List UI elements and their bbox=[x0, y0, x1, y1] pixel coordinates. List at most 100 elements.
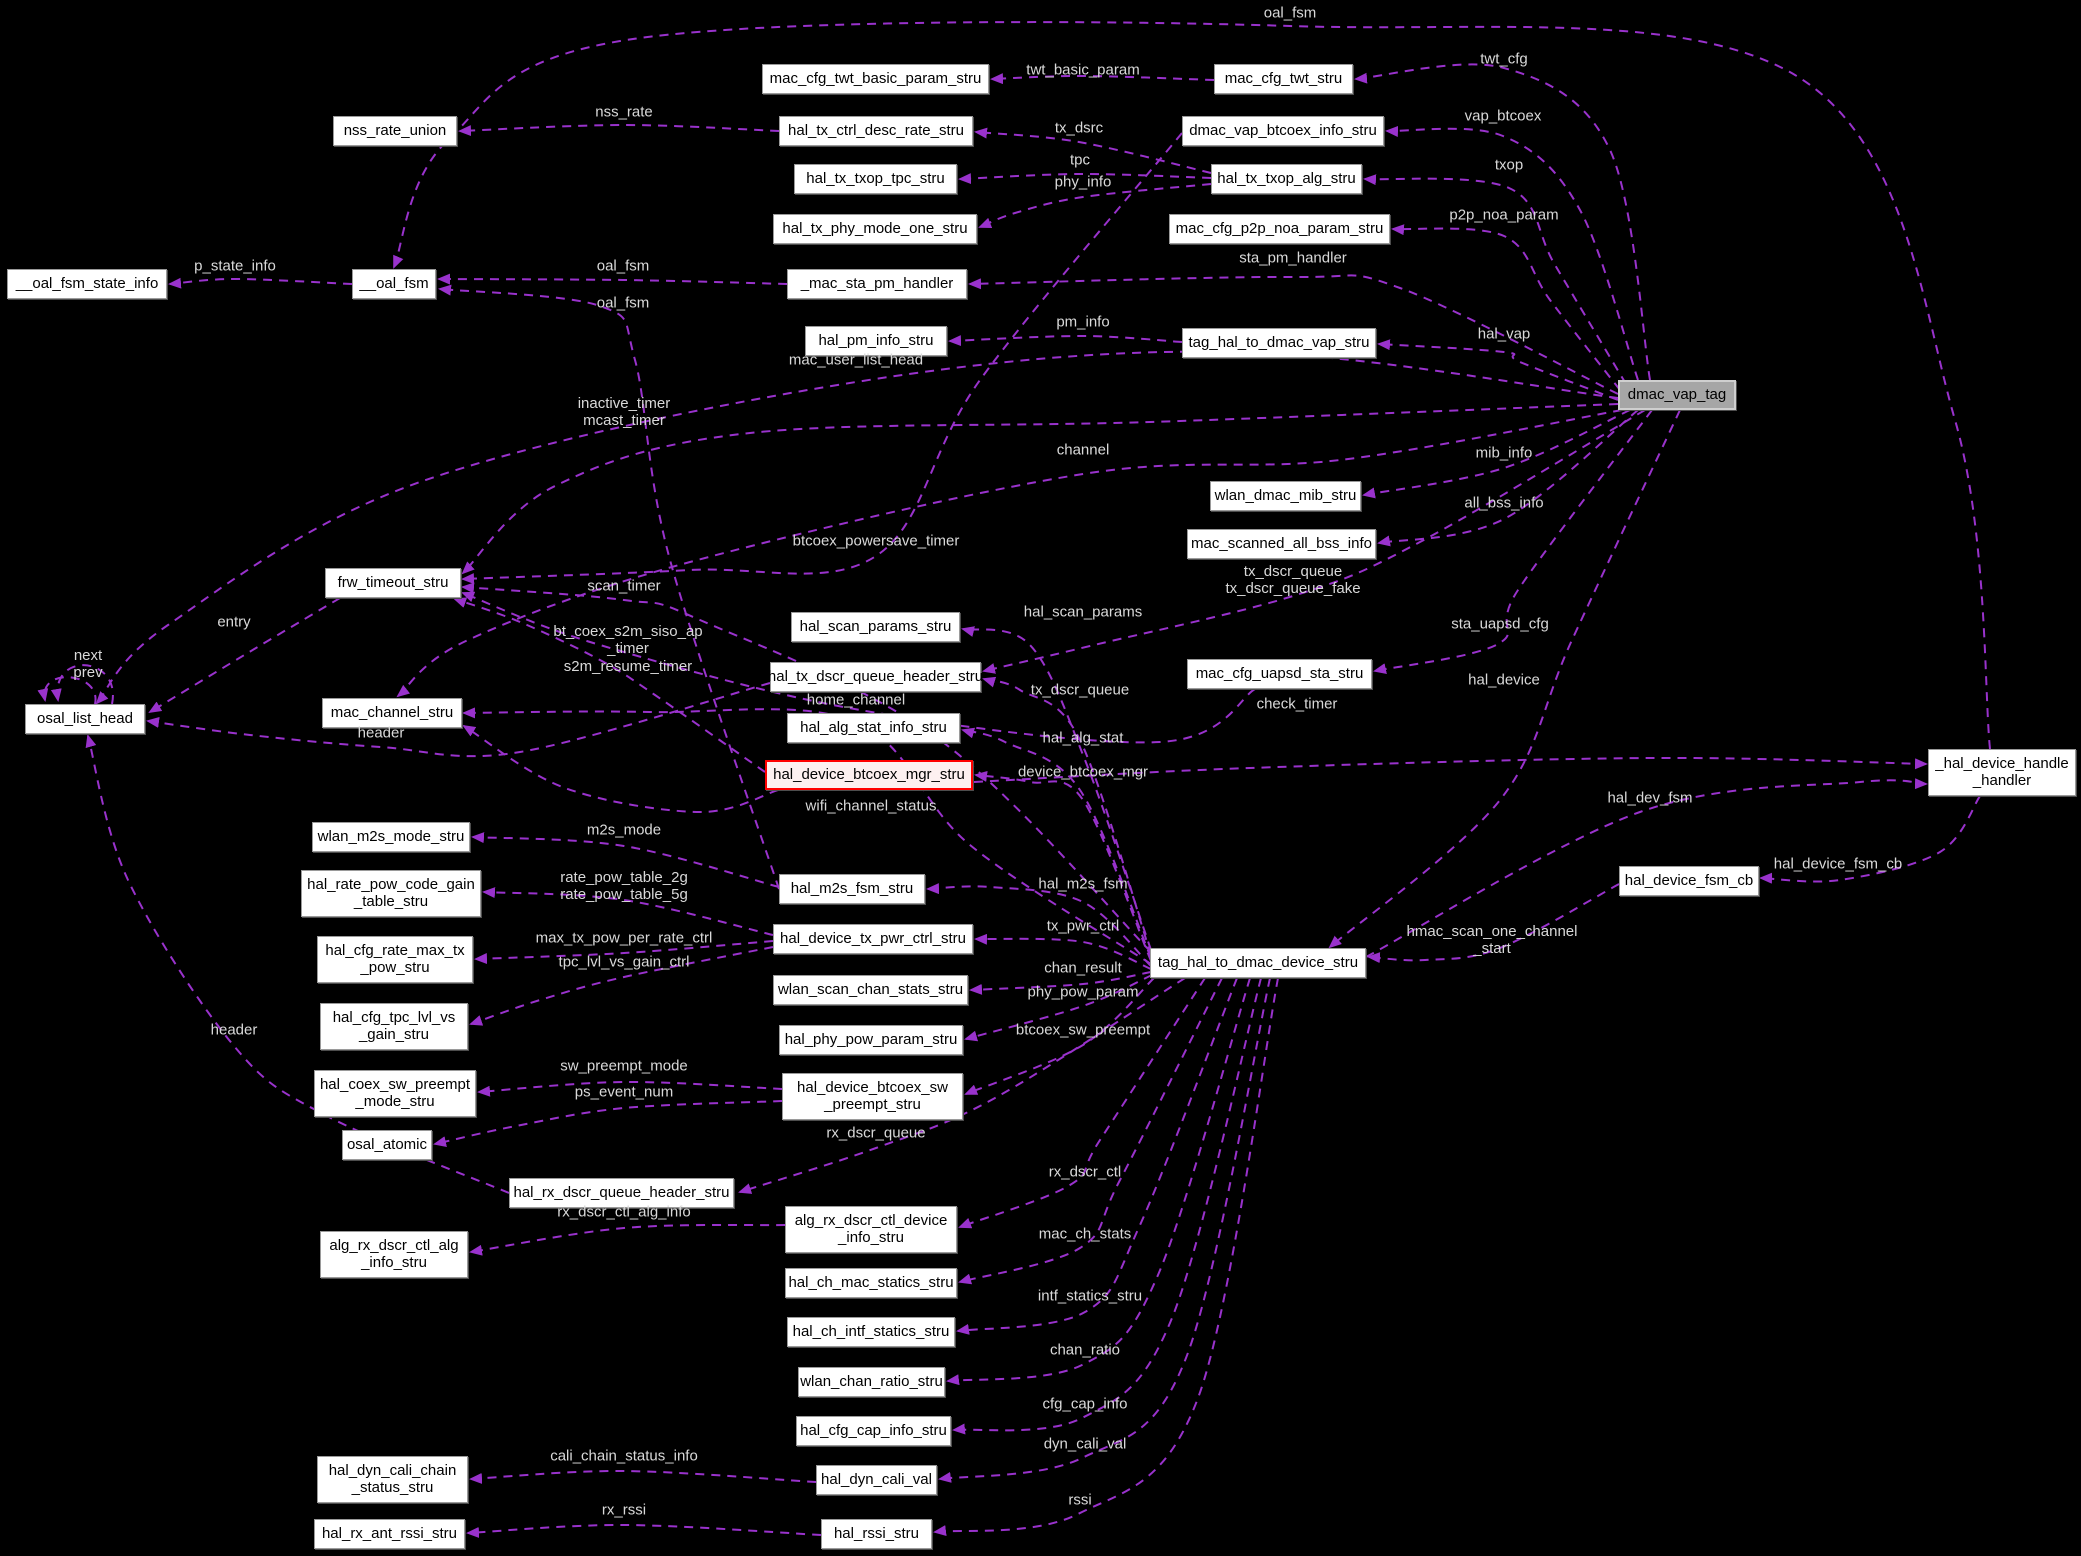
edge-nss_rate bbox=[458, 123, 780, 137]
node-wlan_scan_chan_stats_stru[interactable]: wlan_scan_chan_stats_stru bbox=[773, 975, 968, 1005]
edge-header_tx bbox=[146, 682, 771, 758]
node-mac_sta_pm_handler[interactable]: _mac_sta_pm_handler bbox=[787, 269, 967, 299]
node-mac_cfg_twt_basic_param_stru[interactable]: mac_cfg_twt_basic_param_stru bbox=[762, 64, 989, 94]
node-wlan_m2s_mode_stru[interactable]: wlan_m2s_mode_stru bbox=[312, 822, 470, 852]
node-hal_rssi_stru[interactable]: hal_rssi_stru bbox=[821, 1519, 932, 1549]
node-alg_rx_dscr_ctl_alg_info_stru[interactable]: alg_rx_dscr_ctl_alg _info_stru bbox=[320, 1231, 468, 1278]
edge-label-dyn_cali_val: dyn_cali_val bbox=[1043, 1435, 1127, 1453]
node-nss_rate_union[interactable]: nss_rate_union bbox=[333, 116, 457, 146]
node-hal_tx_txop_tpc_stru[interactable]: hal_tx_txop_tpc_stru bbox=[794, 164, 957, 194]
node-hal_rx_ant_rssi_stru[interactable]: hal_rx_ant_rssi_stru bbox=[314, 1519, 465, 1549]
node-tag_hal_to_dmac_vap_stru[interactable]: tag_hal_to_dmac_vap_stru bbox=[1182, 328, 1376, 358]
node-oal_fsm[interactable]: __oal_fsm bbox=[352, 269, 436, 299]
edge-hal_scan_params bbox=[961, 626, 1152, 951]
edge-dyn_cali_val bbox=[938, 977, 1271, 1483]
edge-vap_btcoex bbox=[1385, 125, 1639, 381]
edge-chan_ratio bbox=[946, 977, 1251, 1386]
node-osal_atomic[interactable]: osal_atomic bbox=[342, 1130, 432, 1160]
node-mac_scanned_all_bss_info[interactable]: mac_scanned_all_bss_info bbox=[1187, 529, 1376, 559]
node-mac_channel_stru[interactable]: mac_channel_stru bbox=[322, 698, 462, 728]
node-hal_dyn_cali_chain_status_stru[interactable]: hal_dyn_cali_chain _status_stru bbox=[317, 1456, 468, 1503]
edge-label-sw_preempt_mode: sw_preempt_mode bbox=[560, 1057, 688, 1075]
node-hal_alg_stat_info_stru[interactable]: hal_alg_stat_info_stru bbox=[787, 713, 960, 743]
edge-label-rx_rssi: rx_rssi bbox=[601, 1501, 647, 1519]
edge-label-all_bss_info: all_bss_info bbox=[1464, 494, 1544, 512]
edge-rx_rssi bbox=[466, 1523, 822, 1538]
node-hal_device_fsm_cb[interactable]: hal_device_fsm_cb bbox=[1619, 866, 1759, 896]
edge-label-vap_btcoex: vap_btcoex bbox=[1464, 107, 1542, 125]
node-hal_phy_pow_param_stru[interactable]: hal_phy_pow_param_stru bbox=[779, 1025, 963, 1055]
node-hal_device_btcoex_sw_preempt_stru[interactable]: hal_device_btcoex_sw _preempt_stru bbox=[782, 1073, 963, 1120]
edge-self_loop_2 bbox=[37, 676, 97, 705]
node-hal_tx_ctrl_desc_rate_stru[interactable]: hal_tx_ctrl_desc_rate_stru bbox=[779, 116, 973, 146]
edge-rate_pow_table bbox=[482, 887, 774, 936]
edge-phy_pow_param bbox=[964, 974, 1153, 1042]
edge-label-next_prev: next prev bbox=[73, 646, 103, 681]
node-hal_rx_dscr_queue_header_stru[interactable]: hal_rx_dscr_queue_header_stru bbox=[509, 1178, 734, 1208]
edge-label-phy_info: phy_info bbox=[1054, 173, 1112, 191]
edge-mac_user_list_head bbox=[95, 350, 1619, 705]
node-hal_ch_mac_statics_stru[interactable]: hal_ch_mac_statics_stru bbox=[785, 1268, 957, 1298]
node-hal_cfg_cap_info_stru[interactable]: hal_cfg_cap_info_stru bbox=[796, 1416, 951, 1446]
node-hal_tx_dscr_queue_header_stru[interactable]: hal_tx_dscr_queue_header_stru bbox=[768, 662, 983, 692]
node-hal_coex_sw_preempt_mode_stru[interactable]: hal_coex_sw_preempt _mode_stru bbox=[314, 1070, 476, 1117]
node-alg_rx_dscr_ctl_device_info_stru[interactable]: alg_rx_dscr_ctl_device _info_stru bbox=[785, 1206, 957, 1253]
node-hal_tx_phy_mode_one_stru[interactable]: hal_tx_phy_mode_one_stru bbox=[773, 214, 977, 244]
edge-label-m2s_mode: m2s_mode bbox=[586, 821, 662, 839]
edge-twt_cfg bbox=[1354, 63, 1651, 381]
edge-label-tx_pwr_ctrl: tx_pwr_ctrl bbox=[1046, 917, 1120, 935]
node-wlan_dmac_mib_stru[interactable]: wlan_dmac_mib_stru bbox=[1210, 481, 1361, 511]
edge-scan_timer bbox=[461, 582, 1152, 953]
edge-label-home_channel: home_channel bbox=[806, 691, 906, 709]
edge-label-hmac_scan_one_channel_start: hmac_scan_one_channel _start bbox=[1406, 922, 1578, 957]
edge-p_state_info bbox=[168, 277, 353, 289]
edge-label-oal_fsm_2: oal_fsm bbox=[596, 294, 650, 312]
node-hal_cfg_tpc_lvl_vs_gain_stru[interactable]: hal_cfg_tpc_lvl_vs _gain_stru bbox=[320, 1003, 468, 1050]
node-mac_cfg_twt_stru[interactable]: mac_cfg_twt_stru bbox=[1214, 64, 1353, 94]
edge-label-tx_dscr_queue: tx_dscr_queue bbox=[1030, 681, 1130, 699]
edge-label-bt_coex_s2m_timers: bt_coex_s2m_siso_ap _timer s2m_resume_ti… bbox=[553, 623, 703, 675]
edge-label-max_tx_pow_per_rate_ctrl: max_tx_pow_per_rate_ctrl bbox=[535, 929, 713, 947]
edge-hal_alg_stat bbox=[961, 727, 1152, 959]
node-dmac_vap_btcoex_info_stru[interactable]: dmac_vap_btcoex_info_stru bbox=[1182, 116, 1384, 146]
node-hal_rate_pow_code_gain_table_stru[interactable]: hal_rate_pow_code_gain _table_stru bbox=[301, 870, 481, 917]
node-hal_ch_intf_statics_stru[interactable]: hal_ch_intf_statics_stru bbox=[787, 1317, 955, 1347]
edge-label-rx_dscr_ctl_alg_info: rx_dscr_ctl_alg_info bbox=[557, 1203, 691, 1221]
node-hal_cfg_rate_max_tx_pow_stru[interactable]: hal_cfg_rate_max_tx _pow_stru bbox=[317, 936, 473, 983]
edge-label-ps_event_num: ps_event_num bbox=[574, 1083, 674, 1101]
node-hal_dyn_cali_val[interactable]: hal_dyn_cali_val bbox=[816, 1465, 937, 1495]
edge-mac_ch_stats bbox=[958, 977, 1223, 1285]
node-mac_cfg_p2p_noa_param_stru[interactable]: mac_cfg_p2p_noa_param_stru bbox=[1169, 214, 1390, 244]
node-osal_list_head[interactable]: osal_list_head bbox=[25, 704, 145, 734]
edge-label-rate_pow_table: rate_pow_table_2g rate_pow_table_5g bbox=[560, 868, 688, 903]
node-oal_fsm_state_info[interactable]: __oal_fsm_state_info bbox=[7, 269, 167, 299]
node-wlan_chan_ratio_stru[interactable]: wlan_chan_ratio_stru bbox=[798, 1367, 945, 1397]
edge-tx_pwr_ctrl bbox=[974, 933, 1152, 970]
node-tag_hal_to_dmac_device_stru[interactable]: tag_hal_to_dmac_device_stru bbox=[1150, 948, 1366, 978]
edge-label-device_btcoex_mgr: device_btcoex_mgr bbox=[1017, 763, 1149, 781]
node-hal_device_handle_handler[interactable]: _hal_device_handle _handler bbox=[1928, 749, 2076, 796]
edge-label-entry: entry bbox=[217, 613, 251, 631]
node-hal_m2s_fsm_stru[interactable]: hal_m2s_fsm_stru bbox=[779, 874, 925, 904]
edge-label-hal_device: hal_device bbox=[1468, 671, 1540, 689]
edge-check_timer bbox=[461, 591, 1256, 744]
edge-label-chan_result: chan_result bbox=[1044, 959, 1122, 977]
edge-label-btcoex_sw_preempt: btcoex_sw_preempt bbox=[1015, 1021, 1151, 1039]
edge-label-hal_device_fsm_cb: hal_device_fsm_cb bbox=[1773, 855, 1903, 873]
node-mac_cfg_uapsd_sta_stru[interactable]: mac_cfg_uapsd_sta_stru bbox=[1187, 659, 1372, 689]
node-hal_device_btcoex_mgr_stru[interactable]: hal_device_btcoex_mgr_stru bbox=[765, 760, 973, 790]
edge-label-phy_pow_param: phy_pow_param bbox=[1027, 983, 1139, 1001]
edge-entry bbox=[148, 597, 341, 714]
node-hal_pm_info_stru[interactable]: hal_pm_info_stru bbox=[805, 326, 947, 356]
edge-m2s_mode bbox=[471, 832, 780, 888]
edge-label-check_timer: check_timer bbox=[1256, 695, 1338, 713]
edge-sw_preempt_mode bbox=[477, 1080, 783, 1097]
edge-label-twt_basic_param: twt_basic_param bbox=[1026, 61, 1140, 79]
node-hal_tx_txop_alg_stru[interactable]: hal_tx_txop_alg_stru bbox=[1211, 164, 1362, 194]
node-hal_device_tx_pwr_ctrl_stru[interactable]: hal_device_tx_pwr_ctrl_stru bbox=[773, 924, 973, 954]
edge-label-tpc: tpc bbox=[1069, 151, 1091, 169]
edge-label-rssi: rssi bbox=[1068, 1491, 1092, 1509]
node-hal_scan_params_stru[interactable]: hal_scan_params_stru bbox=[791, 612, 960, 642]
node-frw_timeout_stru[interactable]: frw_timeout_stru bbox=[325, 568, 461, 598]
